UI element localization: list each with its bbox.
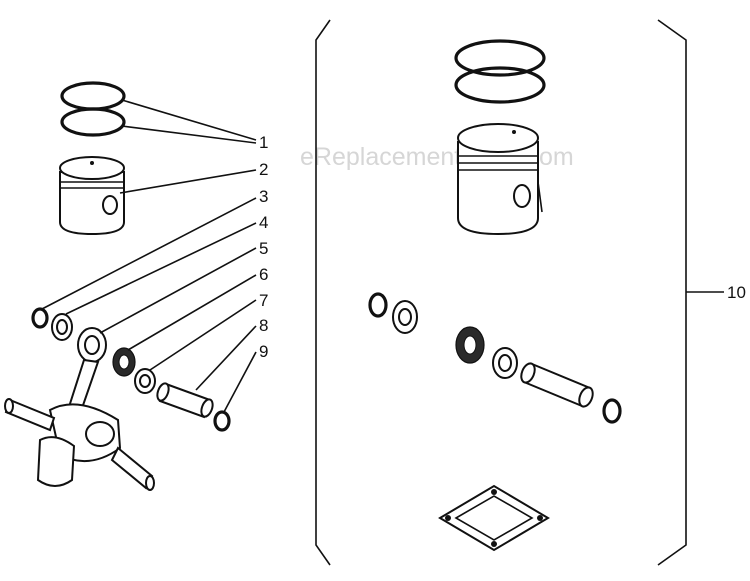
callout-9: 9 bbox=[259, 342, 268, 361]
piston-rings-left bbox=[60, 81, 126, 137]
snap-ring-kit-1 bbox=[368, 292, 388, 318]
washer-kit-2 bbox=[492, 347, 518, 379]
needle-bearing-kit bbox=[455, 326, 485, 364]
piston-pin-kit bbox=[520, 362, 594, 408]
callout-4: 4 bbox=[259, 213, 268, 232]
needle-bearing-left bbox=[112, 347, 136, 377]
callout-8: 8 bbox=[259, 316, 268, 335]
washer-left-1 bbox=[51, 313, 73, 341]
callout-6: 6 bbox=[259, 265, 268, 284]
callout-10: 10 bbox=[727, 283, 746, 302]
callout-5: 5 bbox=[259, 239, 268, 258]
piston-left bbox=[59, 156, 125, 236]
kit-bracket-right bbox=[657, 19, 687, 566]
piston-kit bbox=[457, 123, 543, 236]
washer-left-2 bbox=[134, 368, 156, 394]
cylinder-gasket bbox=[438, 484, 550, 552]
snap-ring-kit-2 bbox=[602, 398, 622, 424]
snap-ring-left-2 bbox=[213, 410, 231, 432]
kit-bracket-left bbox=[315, 19, 331, 566]
callout-3: 3 bbox=[259, 187, 268, 206]
washer-kit-1 bbox=[392, 300, 418, 334]
piston-pin-left bbox=[156, 382, 214, 419]
callout-2: 2 bbox=[259, 160, 268, 179]
leader-lines-left bbox=[41, 99, 257, 413]
callout-1: 1 bbox=[259, 133, 268, 152]
piston-rings-kit bbox=[454, 39, 546, 104]
crankshaft-assembly bbox=[4, 327, 155, 491]
snap-ring-left-1 bbox=[31, 307, 49, 329]
callout-7: 7 bbox=[259, 291, 268, 310]
